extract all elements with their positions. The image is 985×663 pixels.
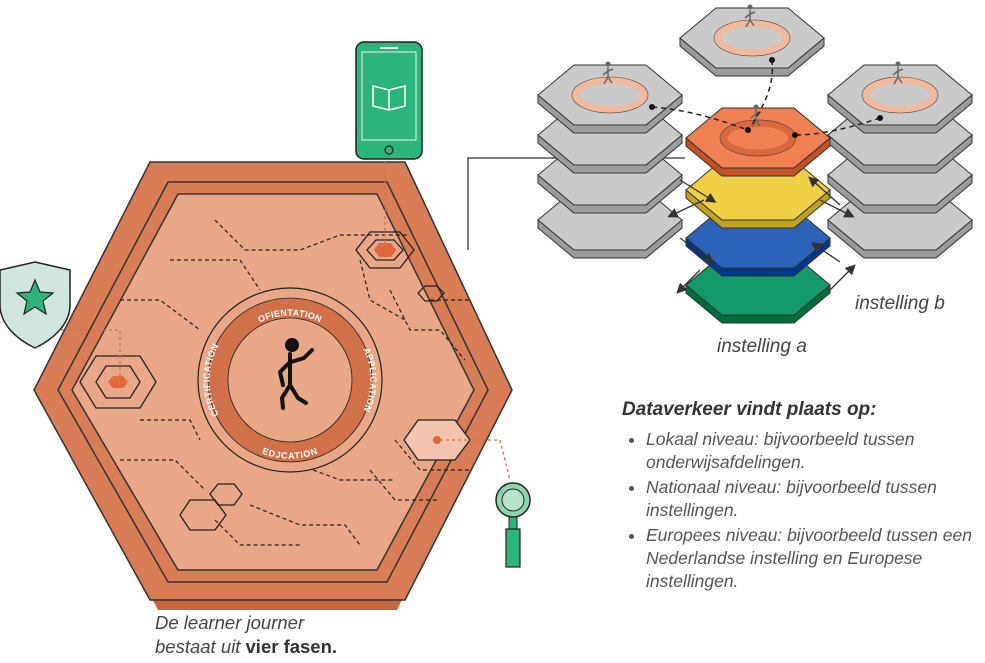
phase-ring: OFIENTATION APPLICATION EDJCATION CERTIF… (197, 287, 383, 473)
caption-line1: De learner journer (155, 612, 305, 633)
walking-person-icon (744, 10, 756, 28)
walking-person-icon (892, 67, 904, 85)
walking-person-icon (278, 338, 314, 410)
phase-education: EDJCATION (261, 446, 318, 461)
dataverkeer-list: Lokaal niveau: bijvoorbeeld tussen onder… (622, 428, 985, 595)
magnifier-icon (495, 482, 531, 568)
shield-star-icon (0, 261, 71, 349)
layer-arrows (667, 176, 856, 294)
circuit-paths (120, 219, 470, 546)
list-item: Europees niveau: bijvoorbeeld tussen een… (646, 524, 985, 593)
tablet-book-icon (355, 41, 423, 160)
walking-person-icon (602, 67, 614, 85)
caption-line2-bold: vier fasen. (245, 636, 338, 657)
grey-tile-top (679, 4, 825, 77)
list-item: Lokaal niveau: bijvoorbeeld tussen onder… (646, 428, 985, 474)
label-instelling-b: instelling b (855, 293, 945, 314)
grey-tile-right-top (827, 61, 973, 134)
layer-orange (685, 104, 831, 177)
grey-tile-left-top (537, 61, 683, 134)
travel-paths (651, 59, 881, 136)
svg-text:EDJCATION: EDJCATION (261, 446, 319, 461)
caption-line2-prefix: bestaat uit (155, 636, 246, 657)
institution-stacks (537, 4, 973, 324)
journey-hexagon: OFIENTATION APPLICATION EDJCATION CERTIF… (33, 160, 513, 610)
list-item: Nationaal niveau: bijvoorbeeld tussen in… (646, 476, 985, 522)
caption: De learner journer bestaat uit vier fase… (155, 611, 337, 659)
dataverkeer-title: Dataverkeer vindt plaats op: (622, 399, 877, 420)
label-instelling-a: instelling a (717, 336, 807, 357)
